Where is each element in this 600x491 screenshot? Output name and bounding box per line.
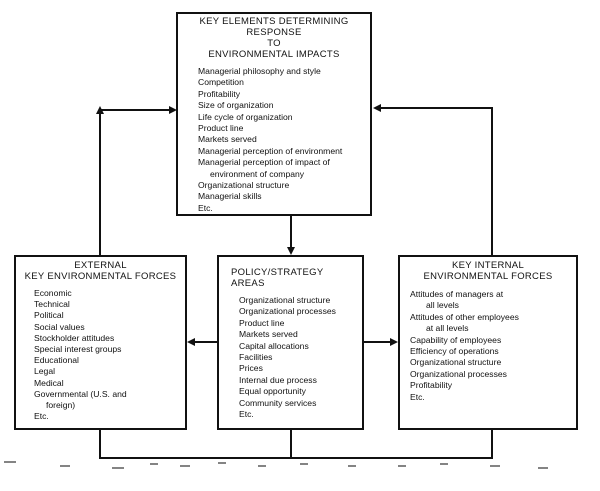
- list-item: Technical: [34, 299, 70, 310]
- list-item: all levels: [426, 300, 459, 311]
- title-line: POLICY/STRATEGY AREAS: [231, 267, 324, 289]
- list-item: Stockholder attitudes: [34, 332, 115, 343]
- list-item: Profitability: [198, 88, 241, 99]
- connector-left-to-top: [99, 109, 170, 255]
- policy-strategy-title: POLICY/STRATEGY AREAS: [223, 267, 358, 289]
- arrowhead-mid-to-right: [390, 338, 398, 346]
- list-item: Product line: [239, 317, 285, 328]
- list-item: Internal due process: [239, 374, 317, 385]
- list-item: Managerial perception of impact of: [198, 157, 330, 168]
- list-item: Markets served: [239, 329, 298, 340]
- list-item: Etc.: [198, 202, 213, 213]
- list-item: Special interest groups: [34, 344, 122, 355]
- external-forces-box: EXTERNAL KEY ENVIRONMENTAL FORCES Econom…: [14, 255, 187, 430]
- arrowhead-left-to-top: [169, 106, 177, 114]
- list-item: Educational: [34, 355, 79, 366]
- list-item: Product line: [198, 123, 244, 134]
- list-item: Size of organization: [198, 100, 274, 111]
- list-item: Etc.: [34, 411, 49, 422]
- list-item: Political: [34, 310, 64, 321]
- title-line: TO: [267, 38, 281, 49]
- list-item: Markets served: [198, 134, 257, 145]
- scan-dashes: [4, 461, 548, 469]
- list-item: Organizational processes: [410, 368, 507, 379]
- policy-strategy-box: POLICY/STRATEGY AREAS Organizational str…: [217, 255, 364, 430]
- list-item: Capability of employees: [410, 334, 502, 345]
- list-item: Facilities: [239, 352, 273, 363]
- list-item: Prices: [239, 363, 263, 374]
- list-item: Etc.: [410, 391, 425, 402]
- title-line: KEY ENVIRONMENTAL FORCES: [24, 271, 177, 282]
- list-item: Managerial skills: [198, 191, 262, 202]
- title-line: KEY ELEMENTS DETERMINING RESPONSE: [199, 16, 349, 38]
- arrowhead-top-to-mid: [287, 247, 295, 255]
- title-line: ENVIRONMENTAL FORCES: [423, 271, 553, 282]
- list-item: Medical: [34, 377, 64, 388]
- arrowhead-up-left: [96, 106, 104, 114]
- key-elements-title: KEY ELEMENTS DETERMINING RESPONSE TO ENV…: [182, 16, 366, 60]
- list-item: Organizational structure: [410, 357, 502, 368]
- list-item: Managerial perception of environment: [198, 145, 343, 156]
- list-item: Organizational structure: [198, 180, 290, 191]
- list-item: Organizational processes: [239, 306, 336, 317]
- list-item: Managerial philosophy and style: [198, 66, 321, 76]
- list-item: Community services: [239, 397, 317, 408]
- arrowhead-right-to-top: [373, 104, 381, 112]
- key-elements-box: KEY ELEMENTS DETERMINING RESPONSE TO ENV…: [176, 12, 372, 216]
- list-item: foreign): [46, 400, 76, 411]
- list-item: Legal: [34, 366, 56, 377]
- title-line: EXTERNAL: [74, 260, 127, 271]
- list-item: Economic: [34, 288, 72, 298]
- list-item: Capital allocations: [239, 340, 309, 351]
- title-line: KEY INTERNAL: [451, 260, 525, 271]
- list-item: Attitudes of other employees: [410, 311, 519, 322]
- internal-forces-box: KEY INTERNAL ENVIRONMENTAL FORCES Attitu…: [398, 255, 578, 430]
- title-line: ENVIRONMENTAL IMPACTS: [208, 49, 340, 60]
- list-item: Competition: [198, 77, 244, 88]
- list-item: Equal opportunity: [239, 386, 306, 397]
- internal-forces-title: KEY INTERNAL ENVIRONMENTAL FORCES: [404, 260, 572, 282]
- list-item: Life cycle of organization: [198, 111, 293, 122]
- list-item: Organizational structure: [239, 295, 331, 305]
- list-item: Governmental (U.S. and: [34, 388, 127, 399]
- list-item: at all levels: [426, 323, 469, 334]
- connector-bottom-loop: [99, 430, 493, 459]
- list-item: Attitudes of managers at: [410, 289, 504, 299]
- list-item: environment of company: [210, 168, 305, 179]
- external-forces-title: EXTERNAL KEY ENVIRONMENTAL FORCES: [20, 260, 181, 282]
- arrowhead-mid-to-left: [187, 338, 195, 346]
- list-item: Social values: [34, 321, 85, 332]
- list-item: Profitability: [410, 380, 453, 391]
- list-item: Efficiency of operations: [410, 346, 499, 357]
- list-item: Etc.: [239, 409, 254, 420]
- connector-right-to-top: [380, 107, 493, 255]
